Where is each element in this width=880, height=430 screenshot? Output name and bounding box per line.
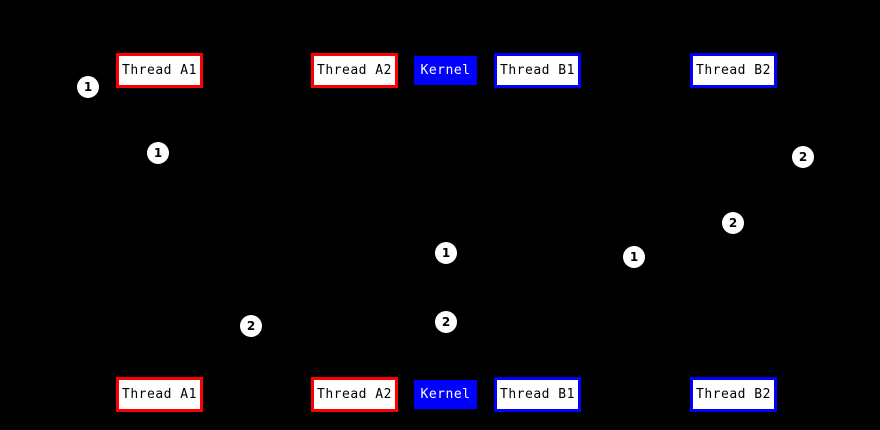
participant-label: Thread B1 [500, 63, 575, 78]
participant-head-thread-a2[interactable]: Thread A2 [311, 53, 398, 88]
participant-foot-thread-a2[interactable]: Thread A2 [311, 377, 398, 412]
participant-head-thread-b2[interactable]: Thread B2 [690, 53, 777, 88]
participant-label: Thread B2 [696, 63, 771, 78]
message-arrow-msg-4 [159, 326, 446, 327]
participant-foot-thread-b1[interactable]: Thread B1 [494, 377, 581, 412]
participant-head-thread-b1[interactable]: Thread B1 [494, 53, 581, 88]
message-arrow-msg-3 [446, 257, 734, 258]
step-badge-badge-1-c: 1 [435, 242, 457, 264]
step-badge-badge-2-b: 2 [722, 212, 744, 234]
participant-label: Thread B1 [500, 387, 575, 402]
participant-label: Thread A1 [122, 387, 197, 402]
participant-label: Kernel [420, 387, 471, 402]
step-badge-badge-1-d: 1 [623, 246, 645, 268]
lifeline-kernel [446, 85, 447, 380]
lifeline-stub-thread-b1-top [537, 88, 540, 92]
participant-label: Thread A1 [122, 63, 197, 78]
participant-head-kernel[interactable]: Kernel [414, 56, 477, 85]
lifeline-stub-thread-a1-bottom [158, 373, 161, 377]
step-badge-badge-1-a: 1 [77, 76, 99, 98]
step-badge-badge-2-a: 2 [792, 146, 814, 168]
participant-head-thread-a1[interactable]: Thread A1 [116, 53, 203, 88]
lifeline-thread-a1 [159, 88, 160, 377]
participant-label: Thread A2 [317, 63, 392, 78]
step-badge-badge-2-c: 2 [240, 315, 262, 337]
lifeline-stub-kernel-bottom [445, 376, 448, 380]
participant-foot-thread-a1[interactable]: Thread A1 [116, 377, 203, 412]
message-arrow-msg-2 [446, 223, 734, 224]
lifeline-stub-thread-a2-top [353, 88, 356, 92]
lifeline-stub-kernel-top [445, 85, 448, 89]
participant-label: Thread A2 [317, 387, 392, 402]
lifeline-stub-thread-a2-bottom [353, 373, 356, 377]
lifeline-thread-a2 [354, 88, 355, 377]
lifeline-stub-thread-b1-bottom [537, 373, 540, 377]
participant-foot-thread-b2[interactable]: Thread B2 [690, 377, 777, 412]
lifeline-thread-b1 [538, 88, 539, 377]
participant-label: Thread B2 [696, 387, 771, 402]
lifeline-stub-thread-b2-top [733, 88, 736, 92]
step-badge-badge-1-b: 1 [147, 142, 169, 164]
lifeline-stub-thread-a1-top [158, 88, 161, 92]
message-arrow-msg-1 [159, 153, 446, 154]
step-badge-badge-2-d: 2 [435, 311, 457, 333]
participant-foot-kernel[interactable]: Kernel [414, 380, 477, 409]
lifeline-stub-thread-b2-bottom [733, 373, 736, 377]
participant-label: Kernel [420, 63, 471, 78]
